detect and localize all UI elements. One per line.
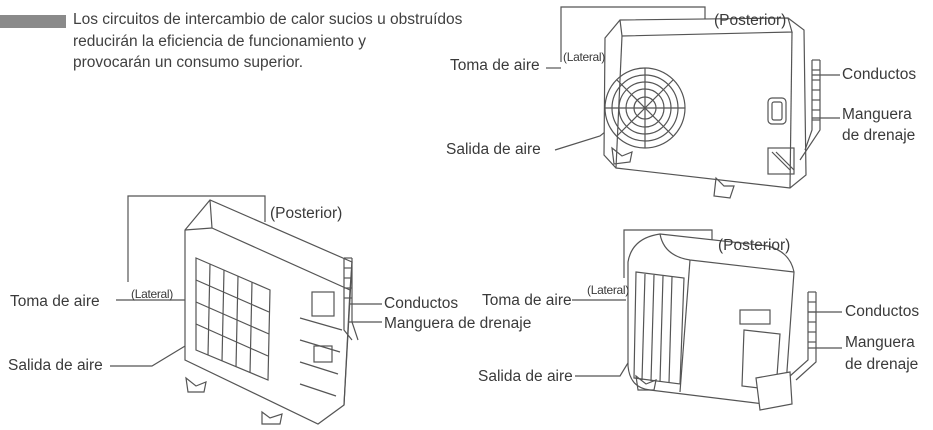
br-intake-label: Toma de aire [482, 292, 572, 309]
top-right-outdoor-unit [546, 6, 840, 199]
br-drain-label-2: de drenaje [845, 356, 919, 373]
bl-drain-label: Manguera de drenaje [384, 315, 532, 332]
tr-rear-label: (Posterior) [714, 12, 787, 29]
tr-side-label: (Lateral) [563, 50, 605, 64]
bottom-right-outdoor-unit [572, 229, 842, 411]
note-line-2: reducirán la eficiencia de funcionamient… [73, 32, 366, 50]
br-drain-label-1: Manguera [845, 334, 915, 351]
bl-pipes-label: Conductos [384, 295, 459, 312]
br-outlet-label: Salida de aire [478, 368, 573, 385]
bottom-left-outdoor-unit [110, 195, 382, 425]
tr-pipes-label: Conductos [842, 66, 917, 83]
tr-drain-label-1: Manguera [842, 106, 912, 123]
br-pipes-label: Conductos [845, 303, 920, 320]
caution-note: Los circuitos de intercambio de calor su… [73, 9, 493, 74]
note-line-1: Los circuitos de intercambio de calor su… [73, 11, 463, 28]
tr-intake-label: Toma de aire [450, 57, 540, 74]
bl-side-label: (Lateral) [131, 287, 173, 301]
bl-intake-label: Toma de aire [10, 293, 100, 310]
tr-outlet-label: Salida de aire [446, 141, 541, 158]
br-side-label: (Lateral) [587, 283, 629, 297]
tr-drain-label-2: de drenaje [842, 127, 916, 144]
bl-rear-label: (Posterior) [270, 205, 343, 222]
note-marker-bar [0, 15, 66, 28]
bl-outlet-label: Salida de aire [8, 357, 103, 374]
br-rear-label: (Posterior) [718, 237, 791, 254]
note-line-3: provocarán un consumo superior. [73, 54, 304, 71]
